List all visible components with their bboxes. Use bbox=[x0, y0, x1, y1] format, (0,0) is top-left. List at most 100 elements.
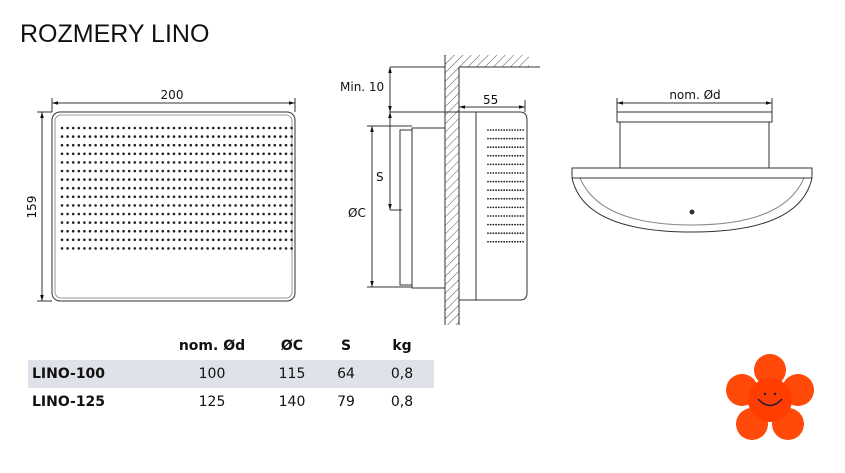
grille-hole bbox=[223, 169, 226, 173]
grille-hole bbox=[155, 238, 159, 242]
grille-hole bbox=[511, 189, 514, 192]
grille-hole bbox=[71, 161, 75, 164]
grille-hole bbox=[489, 172, 492, 174]
grille-hole bbox=[211, 229, 215, 233]
grille-hole bbox=[94, 135, 97, 138]
grille-hole bbox=[116, 161, 120, 164]
grille-hole bbox=[228, 247, 232, 250]
grille-hole bbox=[71, 152, 75, 156]
grille-hole bbox=[251, 221, 254, 224]
grille-hole bbox=[228, 204, 232, 207]
grille-hole bbox=[122, 229, 125, 233]
grille-hole bbox=[200, 247, 204, 250]
grille-hole bbox=[83, 178, 86, 181]
grille-hole bbox=[487, 163, 489, 166]
grille-hole bbox=[211, 169, 215, 173]
grille-hole bbox=[514, 232, 516, 235]
grille-hole bbox=[234, 247, 237, 250]
grille-hole bbox=[495, 223, 497, 226]
grille-hole bbox=[127, 212, 131, 216]
grille-hole bbox=[223, 212, 226, 216]
grille-hole bbox=[487, 154, 489, 157]
grille-hole bbox=[183, 229, 187, 233]
grille-hole bbox=[172, 152, 176, 156]
grille-hole bbox=[116, 238, 120, 242]
grille-hole bbox=[487, 215, 489, 217]
grille-hole bbox=[133, 247, 137, 250]
grille-hole bbox=[60, 195, 64, 199]
grille-hole bbox=[77, 152, 81, 156]
grille-hole bbox=[514, 172, 516, 174]
col-header: nom. Ød bbox=[178, 338, 246, 354]
grille-hole bbox=[189, 143, 193, 147]
grille-hole bbox=[206, 178, 209, 181]
grille-hole bbox=[133, 152, 137, 156]
grille-hole bbox=[211, 178, 215, 181]
grille-hole bbox=[514, 163, 516, 166]
grille-hole bbox=[273, 186, 277, 190]
grille-hole bbox=[217, 178, 221, 181]
grille-hole bbox=[279, 221, 282, 224]
grille-hole bbox=[495, 146, 497, 149]
grille-hole bbox=[217, 152, 221, 156]
grille-hole bbox=[88, 169, 92, 173]
grille-hole bbox=[492, 163, 495, 166]
grille-hole bbox=[178, 186, 181, 190]
grille-hole bbox=[77, 135, 81, 138]
grille-hole bbox=[211, 247, 215, 250]
grille-hole bbox=[178, 221, 181, 224]
grille-hole bbox=[200, 152, 204, 156]
grille-hole bbox=[284, 247, 288, 250]
grille-hole bbox=[99, 195, 103, 199]
grille-hole bbox=[279, 247, 282, 250]
grille-hole bbox=[284, 178, 288, 181]
grille-hole bbox=[139, 143, 142, 147]
grille-hole bbox=[516, 146, 519, 149]
grille-hole bbox=[94, 186, 97, 190]
grille-hole bbox=[267, 195, 271, 199]
grille-hole bbox=[245, 186, 249, 190]
grille-hole bbox=[139, 195, 142, 199]
grille-hole bbox=[105, 126, 109, 130]
grille-hole bbox=[503, 240, 506, 243]
grille-hole bbox=[127, 135, 131, 138]
grille-hole bbox=[511, 206, 514, 209]
grille-hole bbox=[273, 195, 277, 199]
grille-hole bbox=[508, 215, 511, 217]
grille-hole bbox=[150, 238, 153, 242]
grille-hole bbox=[105, 247, 109, 250]
grille-hole bbox=[519, 223, 522, 226]
grille-hole bbox=[111, 247, 114, 250]
grille-hole bbox=[256, 178, 260, 181]
grille-hole bbox=[133, 186, 137, 190]
grille-hole bbox=[503, 189, 506, 192]
grille-hole bbox=[133, 212, 137, 216]
grille-hole bbox=[279, 238, 282, 242]
grille-hole bbox=[172, 238, 176, 242]
grille-hole bbox=[284, 135, 288, 138]
depth-label: 55 bbox=[483, 93, 498, 107]
grille-hole bbox=[111, 186, 114, 190]
grille-hole bbox=[172, 195, 176, 199]
grille-hole bbox=[94, 169, 97, 173]
grille-hole bbox=[144, 169, 148, 173]
grille-hole bbox=[514, 137, 516, 140]
grille-hole bbox=[150, 186, 153, 190]
grille-hole bbox=[245, 152, 249, 156]
grille-hole bbox=[503, 129, 506, 131]
grille-hole bbox=[516, 197, 519, 200]
grille-hole bbox=[495, 197, 497, 200]
grille-hole bbox=[144, 143, 148, 147]
grille-hole bbox=[487, 197, 489, 200]
grille-hole bbox=[150, 212, 153, 216]
grille-hole bbox=[234, 195, 237, 199]
grille-hole bbox=[487, 180, 489, 183]
grille-hole bbox=[223, 204, 226, 207]
grille-hole bbox=[77, 229, 81, 233]
grille-hole bbox=[88, 161, 92, 164]
grille-hole bbox=[183, 135, 187, 138]
grille-hole bbox=[516, 206, 519, 209]
grille-hole bbox=[111, 169, 114, 173]
grille-hole bbox=[234, 186, 237, 190]
grille-hole bbox=[66, 204, 69, 207]
